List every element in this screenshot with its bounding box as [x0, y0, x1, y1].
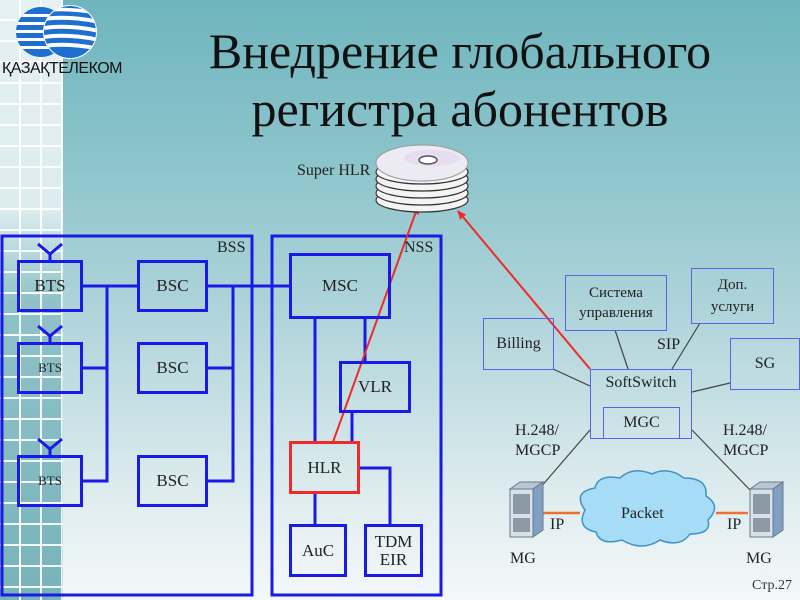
- management-system-node[interactable]: Система управления: [565, 275, 667, 331]
- bts-node[interactable]: BTS: [17, 260, 83, 312]
- mg-right-label: MG: [746, 550, 772, 567]
- hlr-node[interactable]: HLR: [289, 441, 360, 494]
- media-gateway-server-icon: [748, 481, 785, 538]
- mgmt-line-2: управления: [579, 305, 653, 321]
- h248-right-label: H.248/ MGCP: [723, 421, 768, 461]
- h248-right-line-1: H.248/: [723, 422, 767, 439]
- page-number: Стр.27: [752, 578, 792, 593]
- ip-right-label: IP: [727, 516, 742, 533]
- softswitch-label: SoftSwitch: [605, 374, 677, 391]
- eir-line-2: EIR: [379, 549, 408, 569]
- eir-line-1: TDM: [374, 531, 413, 551]
- msc-node[interactable]: MSC: [289, 253, 391, 319]
- bss-frame: [0, 234, 254, 597]
- h248-left-label: H.248/ MGCP: [515, 421, 560, 461]
- h248-right-line-2: MGCP: [723, 442, 769, 459]
- packet-network-cloud-icon: [579, 470, 716, 547]
- disk-stack-icon: [375, 144, 469, 213]
- nss-label: NSS: [404, 239, 434, 256]
- nss-frame: [270, 234, 443, 597]
- slide-title: Внедрение глобального регистра абонентов: [200, 22, 720, 138]
- title-line-2: регистра абонентов: [251, 81, 669, 137]
- billing-node[interactable]: Billing: [483, 318, 554, 370]
- sip-label: SIP: [657, 336, 681, 353]
- eir-node[interactable]: TDM EIR: [364, 524, 423, 577]
- auc-node[interactable]: AuC: [289, 524, 347, 577]
- packet-label: Packet: [621, 505, 664, 522]
- title-line-1: Внедрение глобального: [208, 23, 712, 79]
- h248-left-line-1: H.248/: [515, 422, 559, 439]
- super-hlr-label: Super HLR: [297, 162, 371, 179]
- antenna-icon: [37, 437, 63, 456]
- bss-label: BSS: [217, 239, 246, 256]
- additional-services-node[interactable]: Доп. услуги: [691, 268, 774, 324]
- vlr-node[interactable]: VLR: [339, 361, 411, 413]
- h248-left-line-2: MGCP: [515, 442, 561, 459]
- sg-node[interactable]: SG: [730, 338, 800, 390]
- mgc-node[interactable]: MGC: [603, 407, 680, 439]
- mg-left-label: MG: [510, 550, 536, 567]
- ip-left-label: IP: [550, 516, 565, 533]
- bsc-node[interactable]: BSC: [137, 342, 208, 394]
- services-line-2: услуги: [710, 299, 755, 315]
- services-line-1: Доп.: [717, 277, 748, 293]
- bts-node[interactable]: BTS: [17, 455, 83, 507]
- bts-node[interactable]: BTS: [17, 342, 83, 394]
- mgmt-line-1: Система: [589, 285, 643, 301]
- company-name: ҚАЗАҚТЕЛЕКОМ: [2, 60, 123, 77]
- globe-logo-icon: [16, 5, 97, 59]
- left-grid-strip: [0, 0, 63, 600]
- bsc-node[interactable]: BSC: [137, 260, 208, 312]
- antenna-icon: [37, 242, 63, 261]
- bsc-node[interactable]: BSC: [137, 455, 208, 507]
- media-gateway-server-icon: [508, 481, 545, 538]
- antenna-icon: [37, 324, 63, 343]
